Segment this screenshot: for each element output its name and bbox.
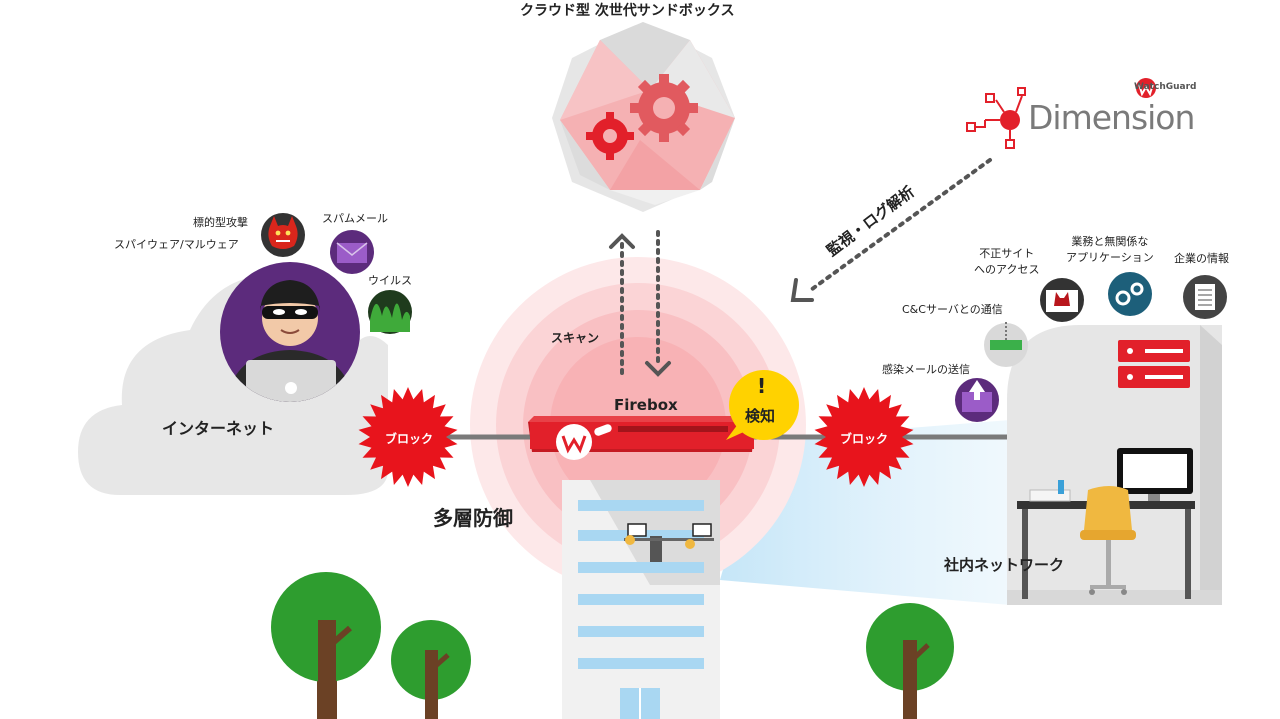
- illegal-site-icon: [1040, 278, 1084, 322]
- risk-illegal-site-line2: へのアクセス: [974, 263, 1040, 276]
- risk-unrelated-app-line2: アプリケーション: [1066, 251, 1154, 264]
- infected-mail-icon: [955, 378, 999, 422]
- risk-unrelated-app-label: 業務と無関係な アプリケーション: [1066, 234, 1154, 266]
- block-burst-left: [358, 387, 458, 487]
- threat-spam-mail-label: スパムメール: [322, 212, 388, 225]
- block-burst-right: [814, 387, 914, 487]
- multilayer-label: 多層防御: [433, 506, 513, 530]
- risk-cc-server-label: C&Cサーバとの通信: [902, 303, 1003, 316]
- block-left-label: ブロック: [385, 432, 434, 446]
- threat-spyware-malware-label: スパイウェア/マルウェア: [114, 238, 239, 251]
- sandbox-title: クラウド型 次世代サンドボックス: [520, 3, 735, 19]
- risk-illegal-site-line1: 不正サイト: [979, 247, 1035, 260]
- block-right-label: ブロック: [840, 432, 889, 446]
- office-building: [562, 480, 720, 719]
- risk-infected-mail-label: 感染メールの送信: [882, 363, 970, 376]
- firebox-label: Firebox: [614, 396, 678, 414]
- targeted-attack-icon: [261, 213, 305, 257]
- internet-label: インターネット: [162, 419, 275, 438]
- firebox-appliance: [528, 416, 755, 460]
- scan-arrows: [609, 230, 671, 377]
- dimension-logo-mark: [966, 78, 1156, 149]
- detect-exclamation: !: [757, 374, 767, 398]
- internal-network-room: [1007, 325, 1222, 605]
- detect-label: 検知: [745, 407, 776, 425]
- tree-left-large: [271, 572, 381, 719]
- risk-illegal-site-label: 不正サイト へのアクセス: [974, 246, 1039, 278]
- monitoring-arrow: [790, 158, 992, 302]
- unrelated-app-icon: [1108, 272, 1152, 316]
- risk-unrelated-app-line1: 業務と無関係な: [1071, 235, 1149, 248]
- dimension-product-name: Dimension: [1028, 98, 1195, 137]
- risk-corporate-info-label: 企業の情報: [1174, 252, 1229, 265]
- scan-label: スキャン: [551, 331, 600, 345]
- detect-bubble: [726, 370, 799, 440]
- tree-left-small: [391, 620, 471, 719]
- cc-server-icon: [984, 322, 1028, 367]
- internal-network-label: 社内ネットワーク: [944, 556, 1065, 574]
- spam-mail-icon: [330, 230, 374, 274]
- corporate-info-icon: [1183, 275, 1227, 319]
- tree-right: [866, 603, 954, 719]
- watchguard-brand: WatchGuard: [1134, 82, 1197, 92]
- threat-virus-label: ウイルス: [368, 274, 412, 287]
- virus-icon: [368, 290, 412, 334]
- threat-targeted-attack-label: 標的型攻撃: [193, 216, 248, 229]
- cloud-sandbox-sphere: [552, 22, 735, 212]
